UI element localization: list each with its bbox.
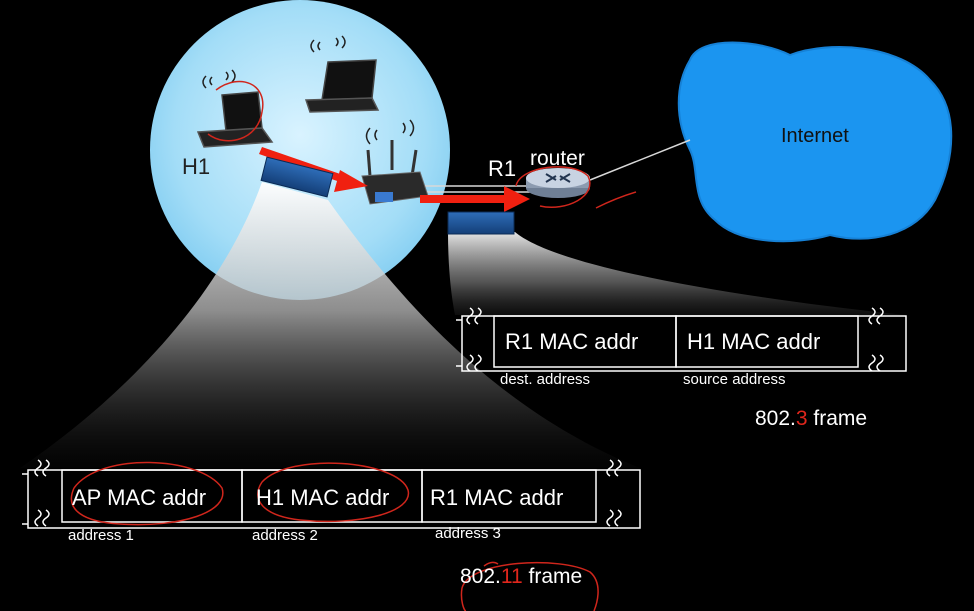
frame-block-wireless	[260, 156, 334, 198]
host-label: H1	[182, 154, 211, 179]
frame-802-11-zoom-beam	[20, 182, 640, 468]
frame-802-3-title-suffix: frame	[807, 407, 868, 430]
laptop-h1-icon	[196, 91, 274, 148]
frame-802-3-title: 802.3 frame	[755, 408, 867, 429]
frame-802-3-break-marks	[456, 307, 884, 372]
frame-802-11	[27, 469, 641, 529]
access-point-icon	[361, 140, 429, 205]
frame-802-11-title-prefix: 802.	[460, 565, 501, 588]
ap-router-label: R1	[488, 156, 517, 181]
frame-802-3-caption-src: source address	[683, 371, 786, 388]
frame-802-11-caption-address1: address 1	[68, 527, 134, 544]
frame-802-3-field-dest: R1 MAC addr	[505, 329, 639, 354]
frame-802-11-title-highlight: 11	[500, 565, 523, 588]
wifi-waves-icon	[202, 35, 415, 145]
frame-802-3-field-src: H1 MAC addr	[687, 329, 821, 354]
frame-802-11-caption-address3: address 3	[435, 525, 501, 542]
frame-802-11-field-address2: H1 MAC addr	[256, 485, 390, 510]
frame-802-3	[461, 315, 907, 372]
internet-label: Internet	[781, 125, 849, 147]
frame-802-3-title-highlight: 3	[795, 407, 808, 430]
laptop-2-icon	[304, 59, 380, 113]
frame-802-11-title-suffix: frame	[522, 565, 583, 588]
frame-802-11-break-marks	[22, 459, 622, 527]
frame-802-3-caption-dest: dest. address	[500, 371, 591, 388]
frame-802-3-zoom-beam	[448, 232, 905, 315]
frame-802-11-field-address1: AP MAC addr	[72, 485, 207, 510]
frame-802-3-title-prefix: 802.	[755, 407, 796, 430]
internet-cloud	[677, 41, 953, 243]
frame-802-11-field-address3: R1 MAC addr	[430, 485, 564, 510]
router-icon	[526, 168, 590, 198]
router-internet-link	[589, 139, 691, 181]
router-label: router	[530, 147, 585, 170]
frame-802-11-title: 802.11 frame	[460, 566, 582, 587]
frame-block-wired	[447, 211, 515, 235]
frame-802-11-caption-address2: address 2	[252, 527, 318, 544]
arrow-ap-to-router	[420, 186, 530, 212]
